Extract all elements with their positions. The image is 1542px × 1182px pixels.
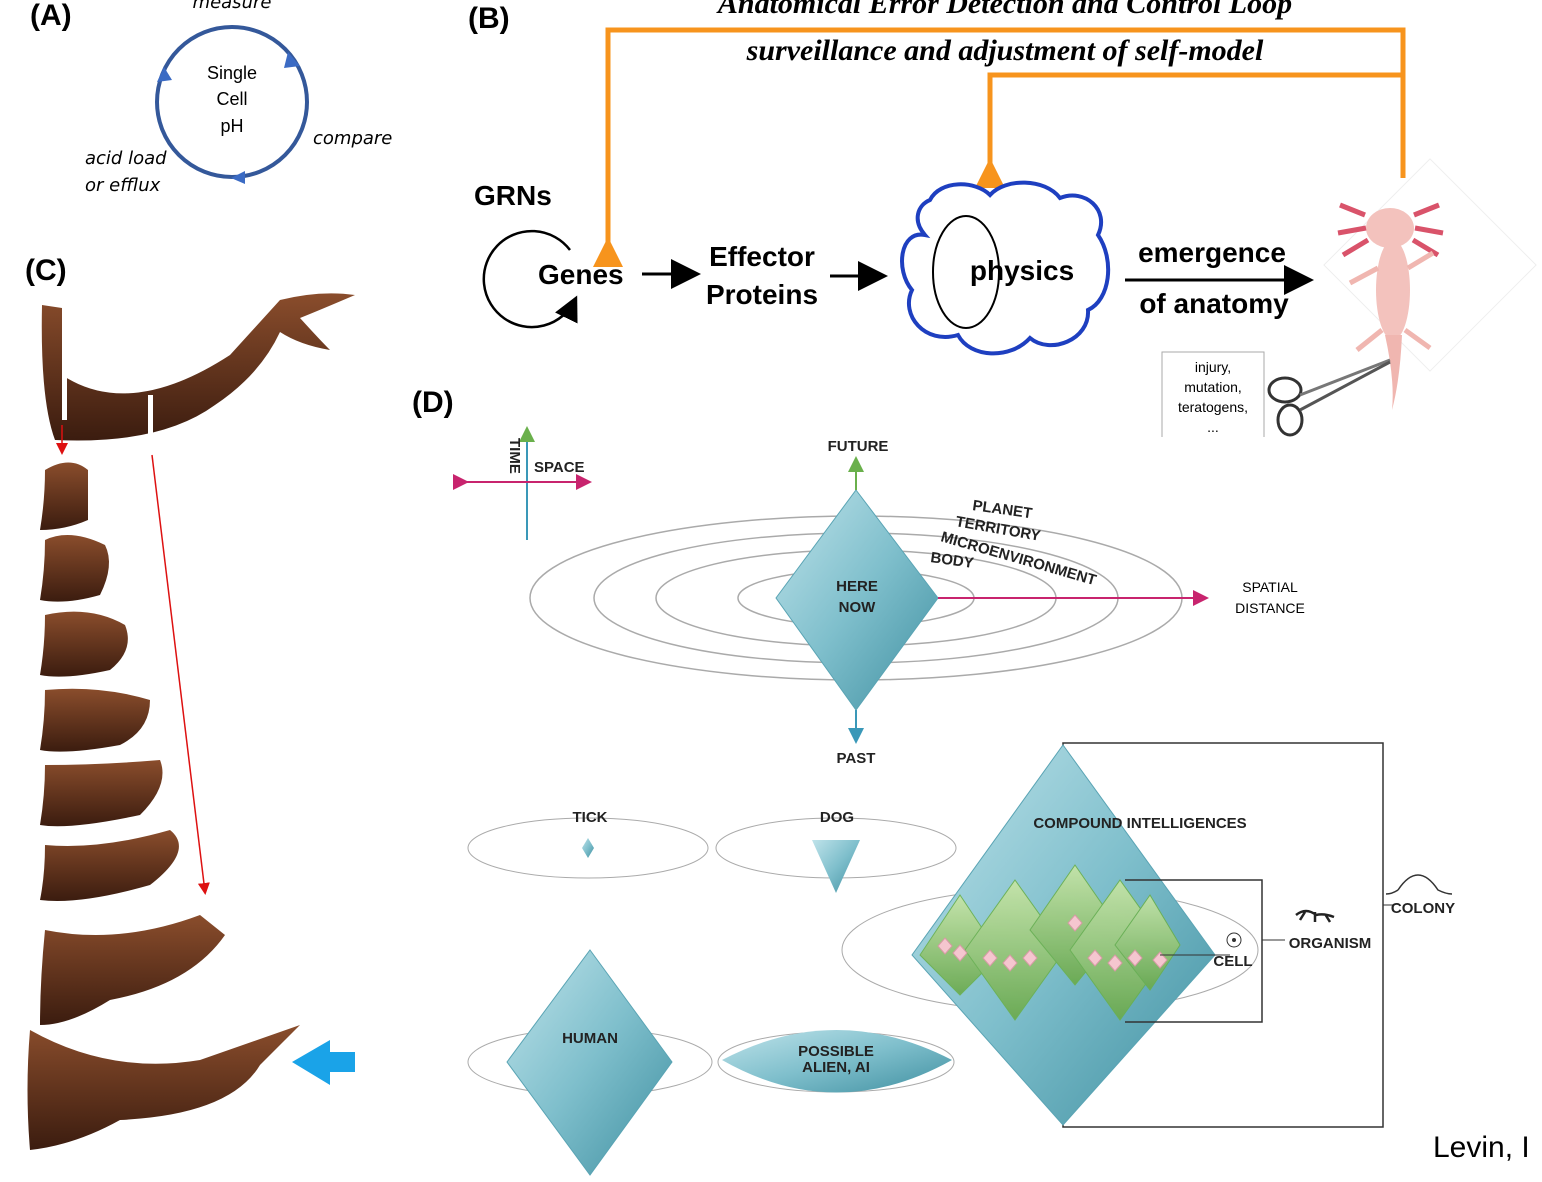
ph-loop-circle: [155, 25, 309, 179]
compare-label: compare: [313, 128, 392, 149]
perturbation-box: [1161, 351, 1265, 437]
feedback-line-physics: [975, 72, 1403, 188]
colony-label: COLONY: [1391, 900, 1455, 917]
alien-label-2: ALIEN, AI: [802, 1059, 870, 1076]
future-label: FUTURE: [828, 438, 889, 455]
here-label: HERE: [836, 578, 878, 595]
center-line-2: Cell: [216, 89, 247, 109]
pink-cells: [937, 914, 1168, 972]
panel-a-label: (A): [30, 0, 72, 32]
regeneration-stages: [27, 462, 300, 1150]
panel-d-label: (D): [412, 386, 454, 419]
alien-lens: [722, 1030, 952, 1093]
perturbation-1: injury,: [1195, 359, 1231, 375]
acid-label-1: acid load: [85, 148, 167, 169]
organism-label: ORGANISM: [1289, 935, 1372, 952]
physics-label: physics: [970, 255, 1074, 286]
measure-label: measure: [193, 0, 272, 13]
acid-label-2: or efflux: [85, 175, 161, 196]
panel-b: (B) Anatomical Error Detection and Contr…: [468, 0, 1537, 437]
now-label: NOW: [839, 599, 877, 616]
loop-arrowhead-icon: [231, 171, 245, 184]
cut-line-proximal: [62, 300, 67, 420]
ant-icon: [1295, 909, 1335, 923]
center-line-1: Single: [207, 63, 257, 83]
past-label: PAST: [837, 750, 876, 767]
emergence-label-1: emergence: [1138, 237, 1286, 268]
physics-loop: [932, 215, 1000, 329]
perturbation-2: mutation,: [1184, 379, 1242, 395]
perturbation-4: ...: [1207, 419, 1219, 435]
spatial-label-1: SPATIAL: [1242, 579, 1298, 595]
spatial-label-2: DISTANCE: [1235, 600, 1305, 616]
axolotl-frame: [1323, 158, 1537, 372]
alien-label-1: POSSIBLE: [798, 1043, 874, 1060]
panel-b-title: Anatomical Error Detection and Control L…: [716, 0, 1292, 20]
panel-c: (C): [25, 254, 355, 1150]
credit-text: Levin, I: [1433, 1131, 1530, 1164]
limb-full: [41, 293, 355, 441]
cell-nucleus-icon: [1232, 938, 1236, 942]
panel-d: (D) TIME SPACE PLANET TERRITORY MICROENV…: [412, 386, 1455, 1176]
blue-arrow-icon: [292, 1040, 355, 1085]
tick-label: TICK: [573, 809, 608, 826]
effector-label-1: Effector: [709, 241, 815, 272]
panel-b-label: (B): [468, 2, 510, 35]
cut-line-distal: [148, 395, 153, 450]
emergence-label-2: of anatomy: [1139, 288, 1289, 319]
grn-loop-arrow: [482, 229, 578, 329]
scissors-icon: [1267, 358, 1391, 437]
effector-label-2: Proteins: [706, 279, 818, 310]
center-line-3: pH: [220, 116, 243, 136]
tick-ellipse: [467, 817, 709, 879]
human-label: HUMAN: [562, 1030, 618, 1047]
space-label: SPACE: [534, 459, 585, 476]
compound-label: COMPOUND INTELLIGENCES: [1033, 815, 1246, 832]
scale-body: BODY: [929, 549, 974, 572]
panel-c-label: (C): [25, 254, 67, 287]
organism-box: [1125, 879, 1263, 1023]
grns-label: GRNs: [474, 180, 552, 211]
feedback-line-genes: [593, 27, 1406, 267]
panel-a: (A) measure Single Cell pH compare acid …: [30, 0, 392, 196]
time-label: TIME: [506, 438, 523, 474]
human-diamond: [506, 949, 673, 1176]
dog-cone: [812, 840, 860, 893]
loop-arrowhead-icon: [284, 52, 300, 68]
physics-cloud: [900, 180, 1111, 356]
perturbation-3: teratogens,: [1178, 399, 1248, 415]
axolotl-image: [1337, 202, 1444, 410]
colony-mound-icon: [1385, 874, 1453, 895]
genes-label: Genes: [538, 259, 624, 290]
dog-label: DOG: [820, 809, 854, 826]
cell-label: CELL: [1213, 953, 1252, 970]
cell-icon: [1226, 932, 1242, 948]
arrow-distal: [151, 454, 210, 895]
tick-diamond: [582, 838, 594, 858]
loop-arrowhead-icon: [157, 67, 172, 82]
panel-b-subtitle: surveillance and adjustment of self-mode…: [746, 34, 1264, 67]
